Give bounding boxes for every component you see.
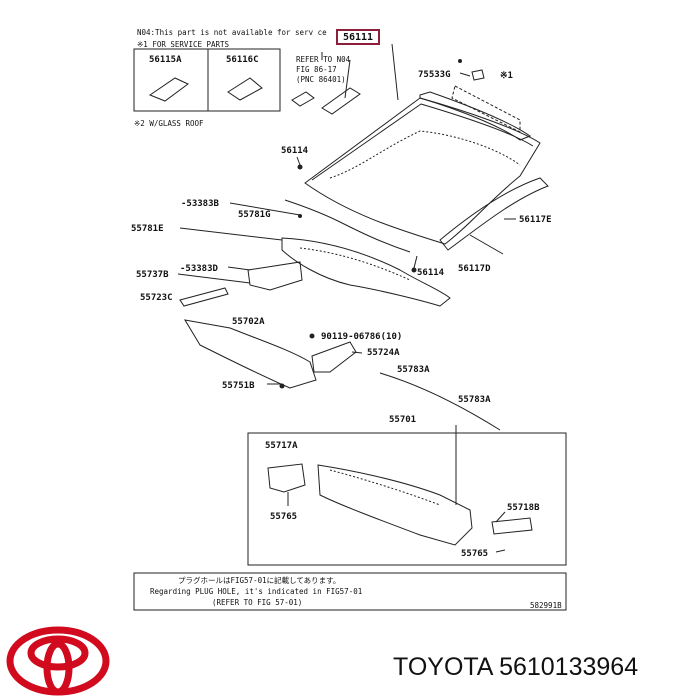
part-label-55783A-lower[interactable]: 55783A [458, 395, 491, 405]
part-label-53383D[interactable]: -53383D [180, 264, 218, 274]
clip-55751B [279, 383, 285, 389]
glass-roof-note: ※2 W/GLASS ROOF [134, 119, 204, 128]
clip-56114b [411, 267, 417, 273]
leader-55724A [351, 351, 363, 354]
leader-56114b [413, 255, 418, 269]
part-label-53383B[interactable]: -53383B [181, 199, 219, 209]
header-note: N04:This part is not available for serv … [137, 28, 327, 37]
part-label-55783A-upper[interactable]: 55783A [397, 365, 430, 375]
leader-56114a [296, 156, 301, 166]
molding-top [419, 91, 532, 141]
part-label-55702A[interactable]: 55702A [232, 317, 265, 327]
part-label-56117D[interactable]: 56117D [458, 264, 491, 274]
part-label-55781G[interactable]: 55781G [238, 210, 271, 220]
part-56115A-shape [148, 77, 189, 102]
part-label-90119[interactable]: 90119-06786(10) [321, 332, 403, 342]
refer-line-2: FIG 86-17 [296, 65, 337, 74]
leader-75533G [459, 72, 471, 77]
glass-roof-dashed [451, 85, 521, 133]
dash-panel-box [247, 432, 567, 566]
figure-code: 582991B [530, 601, 562, 610]
part-label-55724A[interactable]: 55724A [367, 348, 400, 358]
footer-part-title: TOYOTA 5610133964 [393, 653, 638, 682]
footer-part-number: 5610133964 [499, 653, 639, 681]
toyota-logo-icon [6, 626, 110, 696]
highlighted-part-56111[interactable]: 56111 [336, 29, 380, 45]
dash-panel-55701 [317, 464, 473, 546]
windshield-ceramic-band [329, 130, 521, 179]
windshield-glass [304, 97, 541, 245]
cowl-louver [281, 237, 451, 307]
part-label-55765-right[interactable]: 55765 [461, 549, 489, 559]
clip-56114a [297, 164, 303, 170]
cowl-louver-slots [299, 247, 411, 281]
leader-56111 [391, 43, 399, 101]
bracket-55717A [267, 463, 306, 493]
service-parts-box [133, 48, 281, 112]
bottom-note-box [133, 572, 567, 611]
leader-55781E [179, 227, 283, 241]
part-label-56114-bottom[interactable]: 56114 [417, 268, 445, 278]
leader-53383B [229, 202, 301, 216]
clip-75533G [458, 59, 462, 63]
part-label-55751B[interactable]: 55751B [222, 381, 255, 391]
part-label-56116C[interactable]: 56116C [226, 55, 259, 65]
part-label-56117E[interactable]: 56117E [519, 215, 552, 225]
part-label-56114-top[interactable]: 56114 [281, 146, 309, 156]
molding-56117D [439, 177, 549, 251]
footer-brand: TOYOTA [393, 653, 493, 681]
part-56116C-shape [227, 77, 263, 101]
bracket-55718B [491, 517, 533, 535]
part-label-56115A[interactable]: 56115A [149, 55, 182, 65]
part-label-55718B[interactable]: 55718B [507, 503, 540, 513]
part-label-55781E[interactable]: 55781E [131, 224, 164, 234]
part-n04-shape [321, 87, 361, 115]
leader-n04 [344, 59, 351, 99]
clip-55781G [298, 214, 302, 218]
service-note: ※1 FOR SERVICE PARTS [137, 40, 230, 49]
refer-line-1: REFER TO N04 [296, 55, 351, 64]
part-55724A-shape [311, 341, 357, 373]
part-55723C-shape [179, 287, 229, 307]
part-mark1-shape [471, 69, 485, 81]
leader-55718B [495, 511, 506, 523]
bottom-note-refer: (REFER TO FIG 57-01) [212, 598, 303, 607]
part-refer-shape [291, 91, 315, 107]
part-label-75533G[interactable]: 75533G [418, 70, 451, 80]
leader-55765b [495, 549, 506, 553]
weatherstrip-55783A [379, 372, 501, 431]
leader-56117D [469, 234, 504, 255]
part-label-55737B[interactable]: 55737B [136, 270, 169, 280]
dash-panel-detail [329, 469, 441, 506]
bottom-note-jp: プラグホールはFIG57-01に記載してあります。 [178, 576, 341, 585]
leader-53383D [227, 266, 251, 271]
part-53383D-shape [247, 261, 303, 291]
part-label-55717A[interactable]: 55717A [265, 441, 298, 451]
leader-55737B [177, 273, 251, 284]
part-55702A-shape [184, 319, 317, 389]
cowl-seal-line [284, 199, 411, 253]
bolt-90119 [309, 333, 315, 339]
part-label-mark1: ※1 [500, 71, 513, 81]
part-label-55765-left[interactable]: 55765 [270, 512, 298, 522]
refer-line-3: (PNC 86401) [296, 75, 346, 84]
part-label-55723C[interactable]: 55723C [140, 293, 173, 303]
windshield-inner-edge [311, 103, 534, 181]
part-label-55701[interactable]: 55701 [389, 415, 417, 425]
bottom-note-en: Regarding PLUG HOLE, it's indicated in F… [150, 587, 363, 596]
